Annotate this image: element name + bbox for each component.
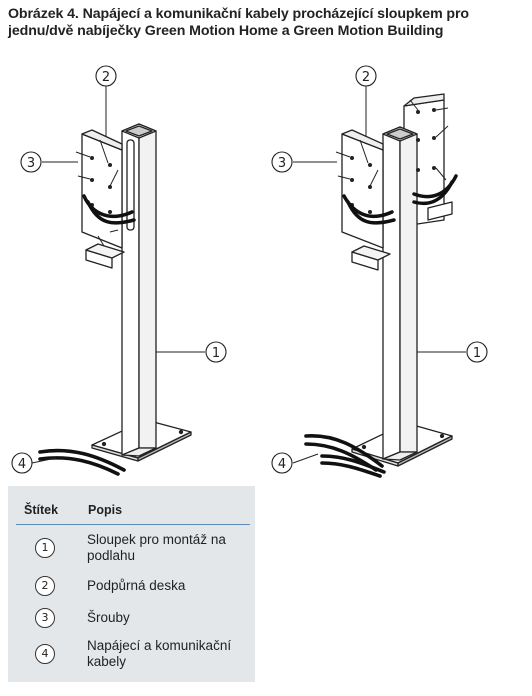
left-post-side: [138, 123, 157, 449]
svg-text:2: 2: [102, 70, 110, 85]
legend-header-label: Štítek: [24, 503, 59, 517]
right-post-side: [399, 126, 418, 453]
legend-number-badge: 1: [35, 538, 55, 558]
legend-row-text: Napájecí a komunikační kabely: [87, 638, 232, 669]
legend-number-badge: 4: [35, 644, 55, 664]
callout-left-3: 3: [20, 151, 42, 173]
figure-caption: Obrázek 4. Napájecí a komunikační kabely…: [8, 6, 528, 40]
right-ground-cables: [304, 434, 386, 478]
post-mounting-figure: 2 3 1 4 2 3 1 4: [11, 65, 488, 478]
callout-right-2: 2: [355, 65, 377, 87]
svg-text:4: 4: [18, 457, 26, 472]
legend-header-description: Popis: [88, 503, 123, 517]
right-front-support-plate: [341, 133, 384, 249]
legend-row-text: Podpůrná deska: [87, 578, 186, 593]
left-post-assembly: [38, 123, 192, 476]
legend-number-badge: 2: [35, 576, 55, 596]
callout-left-4: 4: [11, 452, 33, 474]
legend-table: Štítek Popis 1 Sloupek pro montáž na pod…: [8, 486, 255, 682]
svg-text:1: 1: [473, 346, 481, 361]
callout-right-3: 3: [271, 151, 293, 173]
callout-right-4: 4: [271, 452, 293, 474]
svg-text:3: 3: [27, 156, 35, 171]
legend-number-badge: 3: [35, 608, 55, 628]
caption-line-2: jednu/dvě nabíječky Green Motion Home a …: [8, 23, 444, 39]
callout-right-1: 1: [466, 341, 488, 363]
svg-text:2: 2: [362, 70, 370, 85]
svg-text:3: 3: [278, 156, 286, 171]
svg-text:1: 1: [212, 346, 220, 361]
legend-row-text: Sloupek pro montáž na podlahu: [87, 532, 226, 563]
callout-left-1: 1: [205, 341, 227, 363]
right-post-assembly: [304, 93, 458, 478]
left-ground-cables: [38, 448, 126, 476]
caption-line-1: Obrázek 4. Napájecí a komunikační kabely…: [8, 6, 469, 22]
legend-header-rule: [16, 524, 250, 525]
right-post-front: [382, 126, 401, 460]
legend-row-text: Šrouby: [87, 610, 130, 625]
svg-text:4: 4: [278, 457, 286, 472]
callout-left-2: 2: [95, 65, 117, 87]
